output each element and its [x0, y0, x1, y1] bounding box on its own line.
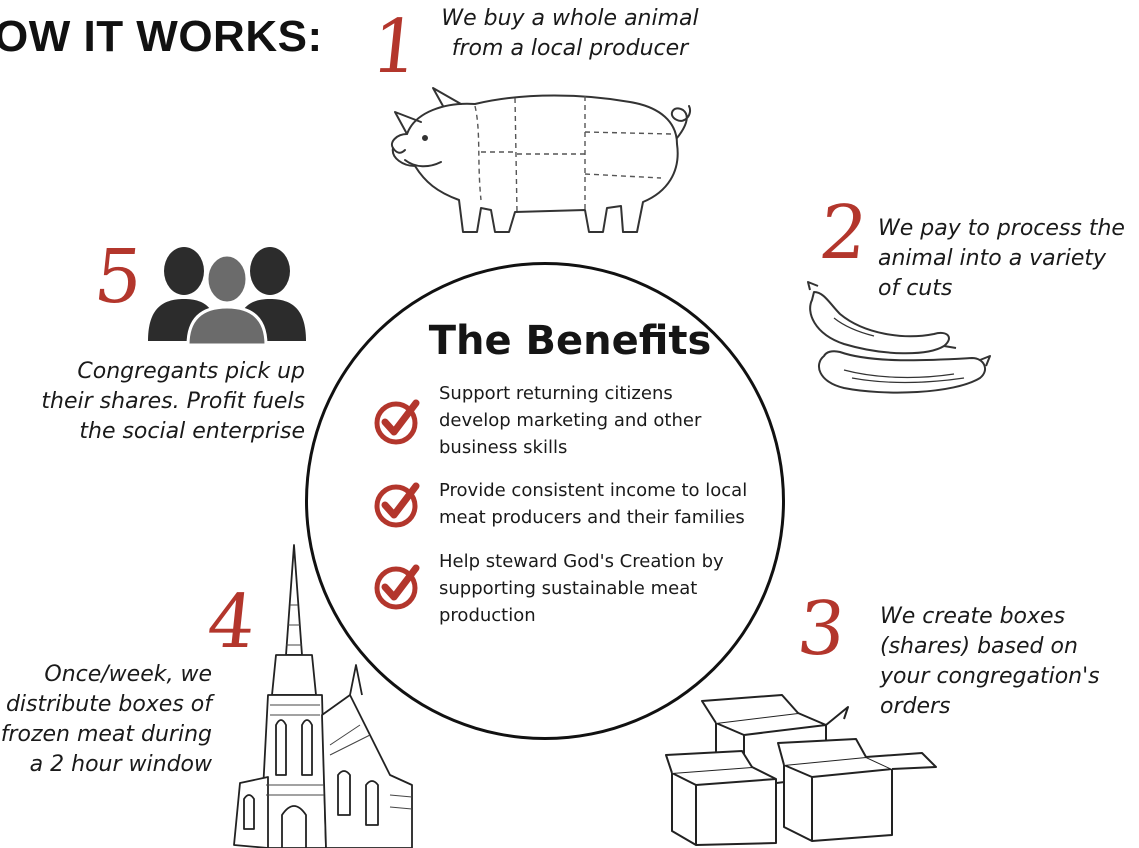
page-title: OW IT WORKS: — [0, 12, 323, 61]
benefits-title: The Benefits — [428, 318, 712, 364]
step-line: the social enterprise — [79, 419, 305, 444]
people-icon — [148, 247, 306, 347]
benefit-item-2: Provide consistent income to local meat … — [439, 477, 747, 531]
step-line: Once/week, we — [44, 662, 212, 687]
benefit-line: meat producers and their families — [439, 507, 745, 528]
step-line: from a local producer — [451, 36, 689, 61]
checkmark-icon — [374, 564, 420, 610]
step-line: (shares) based on — [880, 634, 1078, 659]
step-text-1: We buy a whole animal from a local produ… — [420, 4, 720, 64]
benefit-line: production — [439, 605, 536, 626]
step-line: We create boxes — [880, 604, 1066, 629]
checkmark-icon — [374, 399, 420, 445]
step-line: distribute boxes of — [5, 692, 212, 717]
step-text-5: Congregants pick up their shares. Profit… — [0, 357, 305, 447]
benefit-check-3 — [372, 560, 424, 616]
step-number-3: 3 — [793, 586, 850, 672]
step-number-5: 5 — [90, 234, 147, 320]
step-line: frozen meat during — [0, 722, 212, 747]
step-text-4: Once/week, we distribute boxes of frozen… — [0, 660, 212, 780]
step-text-2: We pay to process the animal into a vari… — [878, 214, 1138, 304]
step-line: their shares. Profit fuels — [41, 389, 305, 414]
step-line: animal into a variety — [878, 246, 1107, 271]
church-icon — [233, 544, 413, 848]
benefit-line: develop marketing and other — [439, 410, 702, 431]
step-line: of cuts — [878, 276, 953, 301]
benefit-check-2 — [372, 478, 424, 534]
benefit-line: Support returning citizens — [439, 383, 673, 404]
step-line: We buy a whole animal — [441, 6, 699, 31]
sausage-icon — [807, 281, 991, 394]
step-text-3: We create boxes (shares) based on your c… — [880, 602, 1138, 722]
step-line: Congregants pick up — [77, 359, 305, 384]
step-line: We pay to process the — [878, 216, 1125, 241]
benefit-item-3: Help steward God's Creation by supportin… — [439, 548, 724, 629]
benefit-line: business skills — [439, 437, 568, 458]
step-line: orders — [880, 694, 951, 719]
benefits-circle — [305, 262, 785, 740]
benefit-item-1: Support returning citizens develop marke… — [439, 380, 701, 461]
step-number-1: 1 — [367, 4, 424, 90]
benefit-line: Provide consistent income to local — [439, 480, 748, 501]
pig-icon — [391, 87, 691, 233]
step-number-2: 2 — [815, 190, 872, 276]
step-line: your congregation's — [880, 664, 1100, 689]
step-line: a 2 hour window — [29, 752, 212, 777]
checkmark-icon — [374, 482, 420, 528]
benefit-check-1 — [372, 395, 424, 451]
boxes-icon — [665, 694, 937, 846]
benefit-line: supporting sustainable meat — [439, 578, 698, 599]
benefit-line: Help steward God's Creation by — [439, 551, 724, 572]
